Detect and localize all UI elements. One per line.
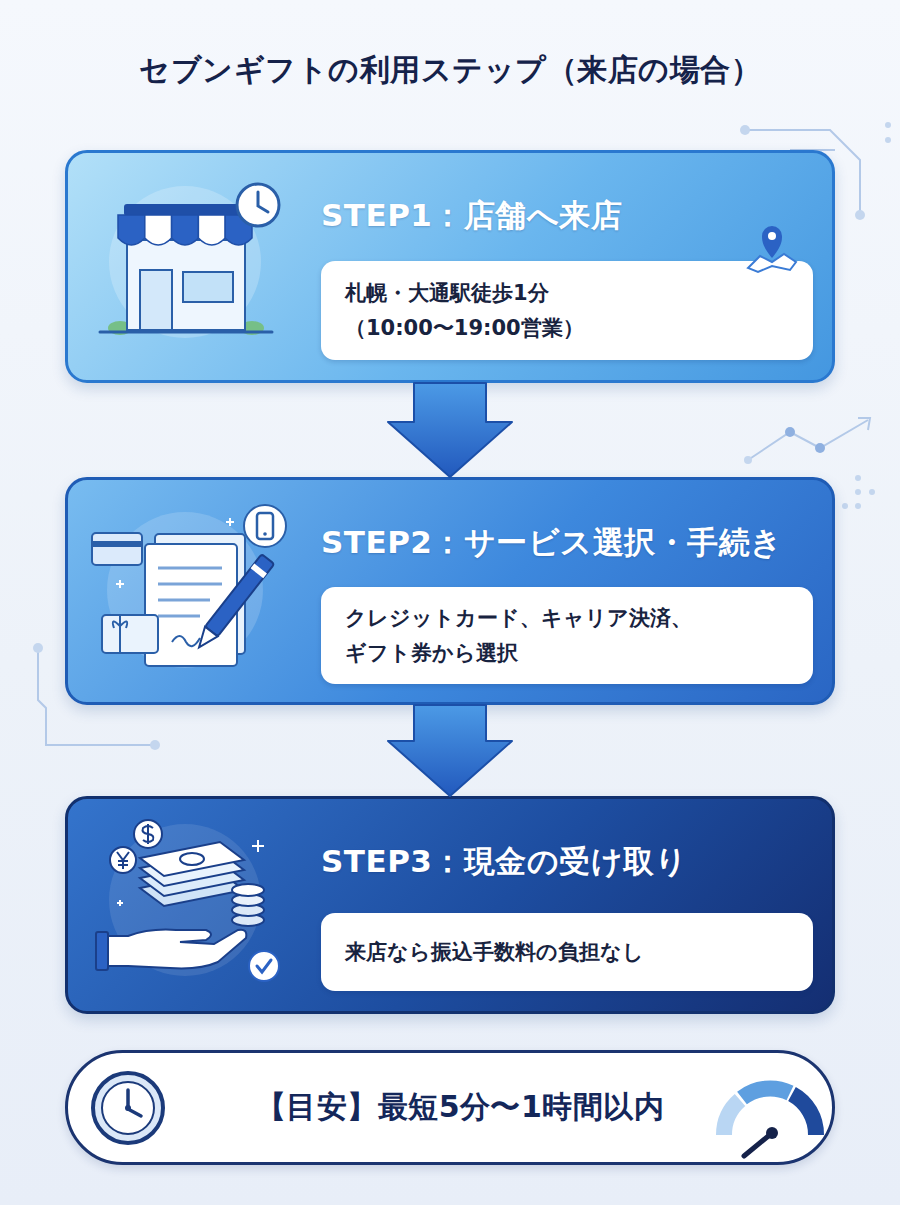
circuit-dot bbox=[150, 740, 160, 750]
step-heading: STEP1：店舗へ来店 bbox=[321, 195, 622, 237]
circuit-dot bbox=[744, 456, 752, 464]
circuit-dot bbox=[842, 503, 848, 509]
step-heading: STEP3：現金の受け取り bbox=[321, 841, 687, 883]
circuit-dot bbox=[740, 125, 750, 135]
flow-arrow bbox=[388, 705, 512, 796]
circuit-dot bbox=[855, 489, 861, 495]
step-box: STEP3：現金の受け取り来店なら振込手数料の負担なし bbox=[65, 796, 835, 1014]
step-box: STEP1：店舗へ来店札幌・大通駅徒歩1分 （10:00〜19:00営業） bbox=[65, 150, 835, 383]
detail-text: 来店なら振込手数料の負担なし bbox=[345, 935, 644, 970]
circuit-dot bbox=[869, 489, 875, 495]
step-heading: STEP2：サービス選択・手続き bbox=[321, 522, 783, 564]
estimate-pill: 【目安】最短5分〜1時間以内 bbox=[65, 1050, 835, 1165]
circuit-dot bbox=[885, 122, 891, 128]
diagram-title: セブンギフトの利用ステップ（来店の場合） bbox=[0, 50, 900, 91]
circuit-dot bbox=[815, 443, 825, 453]
circuit-line bbox=[748, 420, 868, 460]
detail-text: 札幌・大通駅徒歩1分 （10:00〜19:00営業） bbox=[345, 276, 645, 345]
detail-box: クレジットカード、キャリア決済、 ギフト券から選択 bbox=[321, 587, 813, 684]
flow-arrow bbox=[388, 383, 512, 477]
circuit-dot bbox=[855, 475, 861, 481]
circuit-dot bbox=[855, 503, 861, 509]
detail-text: クレジットカード、キャリア決済、 ギフト券から選択 bbox=[345, 601, 775, 670]
circuit-line bbox=[38, 130, 868, 745]
detail-box: 札幌・大通駅徒歩1分 （10:00〜19:00営業） bbox=[321, 261, 813, 360]
detail-box: 来店なら振込手数料の負担なし bbox=[321, 913, 813, 991]
circuit-dot bbox=[785, 427, 795, 437]
chart-arrowhead bbox=[858, 418, 870, 430]
circuit-dot bbox=[885, 137, 891, 143]
circuit-dot bbox=[855, 210, 865, 220]
circuit-dot bbox=[33, 643, 43, 653]
estimate-text: 【目安】最短5分〜1時間以内 bbox=[256, 1087, 665, 1128]
step-box: STEP2：サービス選択・手続きクレジットカード、キャリア決済、 ギフト券から選… bbox=[65, 477, 835, 705]
circuit-dot bbox=[33, 122, 891, 750]
